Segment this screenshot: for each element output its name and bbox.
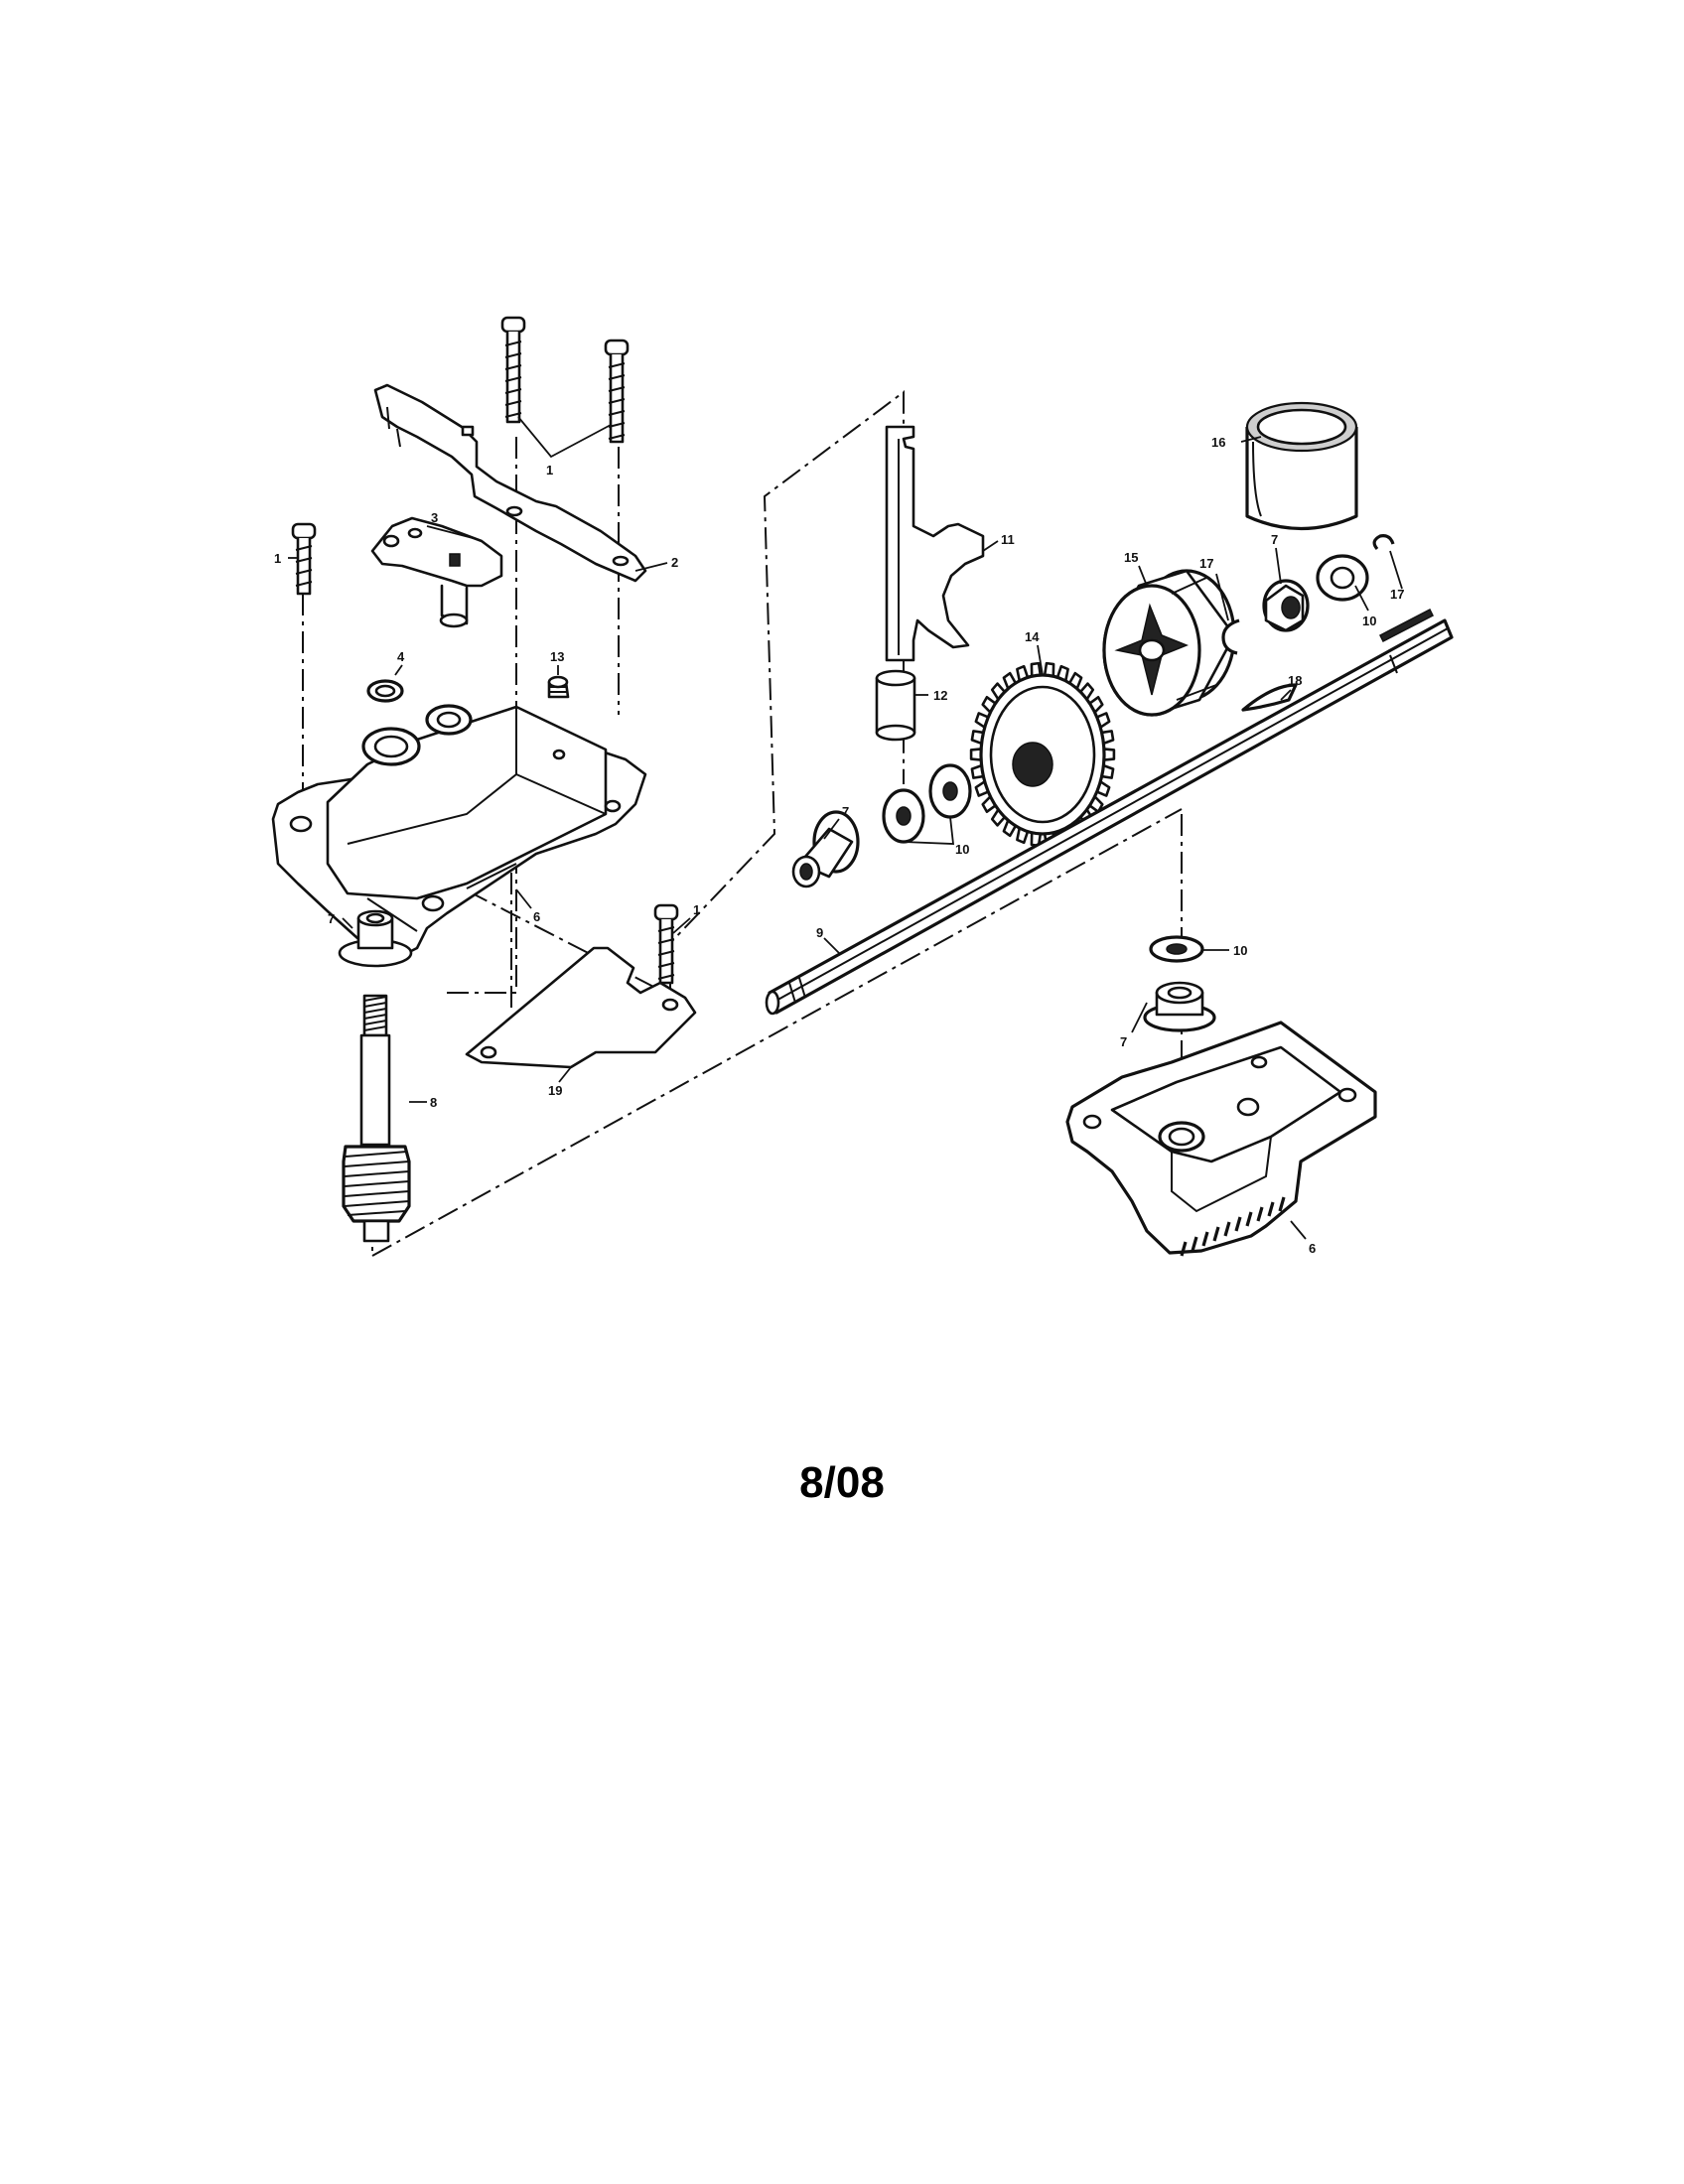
callout-seal: 4 (397, 649, 405, 664)
callout-worm-shaft: 8 (430, 1095, 437, 1110)
bearing-center (791, 810, 860, 888)
callout-bracket: 2 (671, 555, 678, 570)
callout-washer-right: 10 (1362, 614, 1376, 628)
bearing-right (1262, 579, 1310, 632)
housing-fin (1278, 1196, 1286, 1212)
washer-right (1316, 554, 1369, 602)
spacer (1245, 401, 1358, 530)
bearing-left-shaft (338, 909, 413, 968)
callout-bearing-right: 7 (1271, 532, 1278, 547)
housing-fin (1212, 1226, 1220, 1242)
leader-lines (288, 416, 1403, 1240)
clutch (1102, 569, 1236, 717)
callout-screw-top-left: 1 (274, 551, 281, 566)
retaining-ring-right (1372, 534, 1395, 551)
key (1241, 683, 1298, 712)
housing-fin (1180, 1241, 1188, 1257)
housing-fin (1245, 1211, 1253, 1227)
shift-lever (370, 516, 503, 628)
housing-fin (1223, 1221, 1231, 1237)
housing-fin (1191, 1236, 1198, 1252)
callout-axle-shaft: 9 (816, 925, 823, 940)
housing-upper (271, 704, 647, 960)
housing-fin (1234, 1216, 1242, 1232)
axle-shaft (765, 608, 1454, 1016)
callout-clutch: 15 (1124, 550, 1138, 565)
housing-fin (1256, 1206, 1264, 1222)
callout-bearing-left-shaft: 7 (328, 911, 335, 926)
screw-top-right (604, 339, 630, 444)
bearing-lower (1143, 981, 1216, 1032)
callout-washers-center: 10 (955, 842, 969, 857)
callout-spacer: 16 (1211, 435, 1225, 450)
callout-housing-upper: 6 (533, 909, 540, 924)
callout-shift-lever: 3 (431, 510, 438, 525)
washers-center (882, 763, 972, 844)
seal (366, 679, 404, 703)
bushing (875, 669, 916, 742)
callout-worm-gear: 14 (1025, 629, 1040, 644)
shift-fork (885, 425, 985, 662)
callout-plate: 19 (548, 1083, 562, 1098)
callout-screw-top-center: 1 (546, 463, 553, 478)
plate (465, 946, 697, 1069)
housing-fin (1201, 1231, 1209, 1247)
callout-shift-fork: 11 (1001, 532, 1015, 547)
bracket (373, 383, 647, 583)
callout-housing-lower: 6 (1309, 1241, 1316, 1256)
callout-plug: 13 (550, 649, 564, 664)
housing-lower (1065, 1021, 1377, 1257)
retaining-ring-left (1221, 618, 1240, 655)
plug (547, 675, 570, 699)
callout-retaining-ring-left: 17 (1199, 556, 1213, 571)
screw-bottom-plate (653, 903, 679, 985)
washer-lower (1149, 935, 1204, 963)
callout-key: 18 (1288, 673, 1302, 688)
callout-bearing-center: 7 (842, 804, 849, 819)
callout-bearing-lower: 7 (1120, 1034, 1127, 1049)
callout-washer-lower: 10 (1233, 943, 1247, 958)
callout-screw-bottom-plate: 1 (693, 902, 700, 917)
callout-labels: 1 1 1 2 3 4 6 6 7 7 7 7 8 9 10 10 10 11 … (274, 435, 1404, 1256)
housing-fin (1267, 1201, 1275, 1217)
screw-top-left (291, 522, 317, 596)
worm-shaft (342, 994, 411, 1243)
callout-retaining-ring-right: 17 (1390, 587, 1404, 602)
callout-bushing: 12 (933, 688, 947, 703)
screw-top-center (500, 316, 526, 424)
date-code: 8/08 (799, 1458, 885, 1507)
